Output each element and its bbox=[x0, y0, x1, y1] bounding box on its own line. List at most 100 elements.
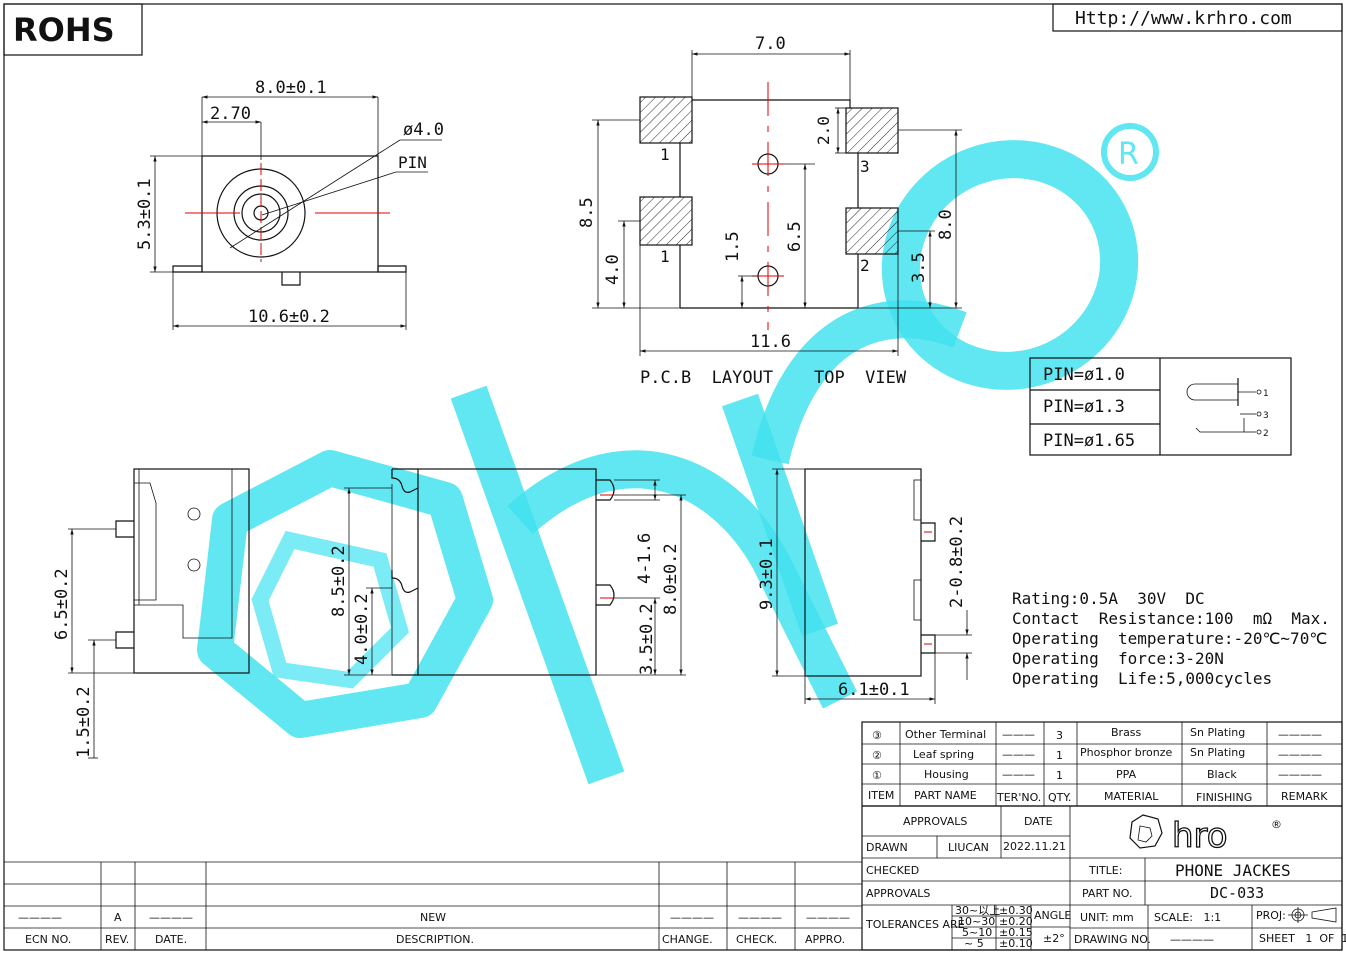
tb-tol-range-3: ~ 5 bbox=[964, 937, 984, 950]
bom-part-1: Housing bbox=[924, 768, 969, 781]
watermark-logo: R bbox=[197, 123, 1159, 785]
tb-angle-value: ±2° bbox=[1043, 932, 1065, 945]
pcb-dim-hole: 1.5 bbox=[723, 231, 743, 262]
title-block: APPROVALS DATE DRAWN LIUCAN 2022.11.21 C… bbox=[861, 805, 1346, 951]
pcb-dim-bottom: 11.6 bbox=[750, 332, 791, 352]
left-dim-lower: 1.5±0.2 bbox=[74, 686, 94, 758]
rev-check-value: ———— bbox=[738, 911, 782, 924]
tb-proj-label: PROJ: bbox=[1256, 909, 1286, 922]
tb-part-no: DC-033 bbox=[1210, 884, 1264, 902]
bom-material-3: Brass bbox=[1111, 726, 1142, 739]
tb-approvals-header: APPROVALS bbox=[903, 815, 967, 828]
rohs-label: ROHS bbox=[13, 11, 115, 49]
tb-tol-range-0: 30~以上 bbox=[955, 904, 1000, 917]
pad-label-2: 2 bbox=[860, 256, 870, 275]
url-box: Http://www.krhro.com bbox=[1052, 3, 1343, 32]
left-dim-upper: 6.5±0.2 bbox=[52, 568, 72, 640]
pad-label-1a: 1 bbox=[660, 145, 670, 164]
pin-row-1: PIN=ø1.0 bbox=[1043, 365, 1125, 385]
rev-appro-value: ———— bbox=[806, 911, 850, 924]
spec-life: Operating Life:5,000cycles bbox=[1012, 669, 1272, 688]
bom-finishing-2: Sn Plating bbox=[1190, 746, 1245, 759]
rev-ecn-value: ———— bbox=[18, 911, 62, 924]
rev-header-date: DATE. bbox=[155, 933, 187, 946]
bom-finishing-1: Black bbox=[1207, 768, 1237, 781]
tb-drawing-no-label: DRAWING NO. bbox=[1074, 933, 1151, 946]
plug-schematic-icon: 1 3 2 bbox=[1186, 378, 1269, 439]
bom-material-1: PPA bbox=[1116, 768, 1137, 781]
rev-header-rev: REV. bbox=[105, 933, 129, 946]
rev-header-check: CHECK. bbox=[736, 933, 777, 946]
pin-table: PIN=ø1.0 PIN=ø1.3 PIN=ø1.65 1 3 2 bbox=[1029, 357, 1292, 456]
front-dim-base: 10.6±0.2 bbox=[248, 307, 330, 327]
pcb-pad-1b bbox=[639, 196, 693, 246]
pcb-dim-mid: 6.5 bbox=[785, 221, 805, 252]
tb-drawn-label: DRAWN bbox=[866, 841, 908, 854]
rohs-box: ROHS bbox=[3, 3, 143, 56]
rev-header-appro: APPRO. bbox=[805, 933, 845, 946]
pcb-layout: 1 1 3 2 7.0 2.0 8.5 4.0 1.5 6.5 bbox=[577, 34, 962, 388]
hro-logo-text: hro bbox=[1172, 816, 1228, 856]
right-dim-pins: 2-0.8±0.2 bbox=[947, 516, 967, 608]
tb-scale: SCALE: 1:1 bbox=[1154, 911, 1221, 924]
url-label: Http://www.krhro.com bbox=[1075, 8, 1292, 29]
spec-rating: Rating:0.5A 30V DC bbox=[1012, 589, 1205, 608]
projection-symbol-icon bbox=[1288, 907, 1337, 923]
bom-header-material: MATERIAL bbox=[1104, 790, 1159, 803]
rev-header-ecn: ECN NO. bbox=[25, 933, 71, 946]
schem-label-2: 2 bbox=[1263, 429, 1269, 439]
pad-label-3: 3 bbox=[860, 157, 870, 176]
tb-tol-value-0: ±0.30 bbox=[999, 904, 1033, 917]
bom-header-ter: TER'NO. bbox=[996, 791, 1041, 804]
pcb-dim-top: 7.0 bbox=[755, 34, 786, 54]
bom-part-3: Other Terminal bbox=[905, 728, 986, 741]
pcb-dim-left-lower: 4.0 bbox=[603, 254, 623, 285]
middle-side-view: 8.5±0.2 4.0±0.2 4-1.6 8.0±0.2 3.5±0.2 bbox=[329, 468, 686, 676]
spec-temperature: Operating temperature:-20℃~70℃ bbox=[1012, 629, 1327, 648]
tb-checked-label: CHECKED bbox=[866, 864, 919, 877]
front-dim-offset: 2.70 bbox=[210, 104, 251, 124]
pcb-dim-right-lower: 3.5 bbox=[909, 252, 929, 283]
pcb-dim-pad: 2.0 bbox=[814, 116, 833, 145]
rev-rev-value: A bbox=[114, 911, 122, 924]
bom-table: ③ Other Terminal ——— 3 Brass Sn Plating … bbox=[861, 721, 1343, 807]
bom-remark-2: ———— bbox=[1278, 748, 1322, 761]
hro-logo: hro ® bbox=[1129, 814, 1282, 857]
bom-ter-1: ——— bbox=[1002, 768, 1035, 781]
sheet-border bbox=[3, 3, 1343, 951]
front-dim-width: 8.0±0.1 bbox=[255, 78, 327, 98]
pcb-caption: P.C.B LAYOUT TOP VIEW bbox=[640, 368, 907, 388]
schem-label-1: 1 bbox=[1263, 389, 1269, 399]
svg-text:®: ® bbox=[1271, 818, 1282, 831]
bom-item-1: ① bbox=[872, 769, 882, 782]
bom-qty-2: 1 bbox=[1056, 749, 1063, 762]
mid-dim-c: 4-1.6 bbox=[635, 533, 655, 584]
right-dim-height: 9.3±0.1 bbox=[757, 538, 777, 610]
mid-dim-d: 8.0±0.2 bbox=[661, 543, 681, 615]
pcb-pad-2 bbox=[845, 207, 899, 255]
bom-item-3: ③ bbox=[872, 729, 882, 742]
bom-finishing-3: Sn Plating bbox=[1190, 726, 1245, 739]
right-side-view: 9.3±0.1 2-0.8±0.2 6.1±0.1 bbox=[757, 468, 972, 704]
pin-label: PIN bbox=[398, 153, 427, 172]
front-view: 8.0±0.1 2.70 ø4.0 PIN 5.3±0.1 10.6±0.2 bbox=[135, 78, 444, 330]
pin-row-2: PIN=ø1.3 bbox=[1043, 397, 1125, 417]
rev-desc-value: NEW bbox=[420, 911, 446, 924]
tb-title: PHONE JACKES bbox=[1175, 861, 1291, 880]
schem-label-3: 3 bbox=[1263, 411, 1269, 421]
tb-part-no-label: PART NO. bbox=[1082, 887, 1132, 900]
bom-remark-1: ———— bbox=[1278, 768, 1322, 781]
spec-resistance: Contact Resistance:100 mΩ Max. bbox=[1012, 609, 1330, 628]
bom-header-item: ITEM bbox=[868, 789, 894, 802]
specifications: Rating:0.5A 30V DC Contact Resistance:10… bbox=[1012, 589, 1330, 688]
rev-header-change: CHANGE. bbox=[662, 933, 713, 946]
tb-title-label: TITLE: bbox=[1088, 864, 1122, 877]
bom-material-2: Phosphor bronze bbox=[1080, 746, 1173, 759]
tb-drawing-no-value: ———— bbox=[1170, 933, 1214, 946]
bom-header-part: PART NAME bbox=[914, 789, 977, 802]
tb-unit: UNIT: mm bbox=[1080, 911, 1134, 924]
pcb-dim-right-total: 8.0 bbox=[936, 209, 956, 240]
revision-table: ———— A ———— NEW ———— ———— ———— ECN NO. R… bbox=[4, 861, 862, 950]
tb-sheet: SHEET 1 OF 1 bbox=[1259, 932, 1346, 945]
